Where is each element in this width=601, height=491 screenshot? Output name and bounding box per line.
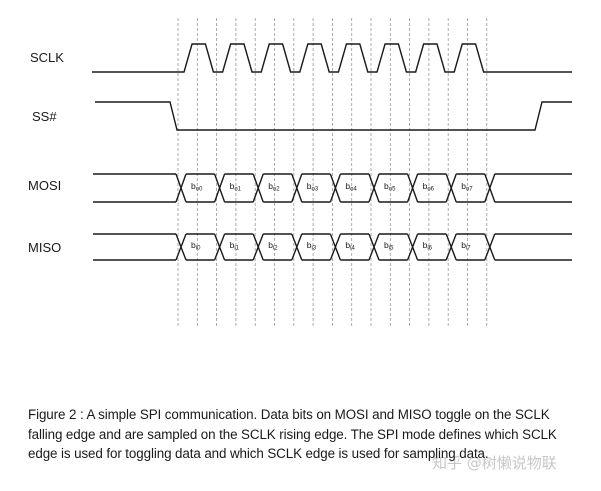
miso-bit-sub-7: i7 [466,246,471,252]
mosi-bit-4: bo4 [345,181,357,193]
mosi-crossover-7 [445,173,457,203]
caption-line-1: Figure 2 : A simple SPI communication. D… [28,407,550,422]
mosi-crossover-0 [175,173,187,203]
mosi-bit-5: bo5 [384,181,396,193]
miso-bit-4: bi4 [345,240,355,252]
mosi-bit-sub-2: o2 [273,187,280,193]
miso-bit-1: bi1 [230,240,240,252]
mosi-bit-3: bo3 [307,181,319,193]
mosi-bit-0: bo0 [191,181,203,193]
miso-crossover-5 [368,233,380,261]
mosi-bit-2: bo2 [268,181,280,193]
ss-label: SS# [32,109,57,124]
miso-waveform [93,233,572,261]
miso-bit-sub-2: i2 [273,246,278,252]
mosi-waveform [93,173,572,203]
miso-crossover-8 [484,233,496,261]
mosi-label: MOSI [28,178,61,193]
mosi-bit-sub-6: o6 [427,187,434,193]
miso-bit-0: bi0 [191,240,201,252]
mosi-bit-7: bo7 [461,181,473,193]
miso-bit-sub-3: i3 [312,246,317,252]
mosi-crossover-4 [329,173,342,203]
miso-bit-2: bi2 [268,240,278,252]
caption-line-3: edge is used for toggling data and which… [28,446,489,461]
miso-label: MISO [28,240,61,255]
miso-crossover-0 [175,233,187,261]
mosi-bit-1: bo1 [230,181,242,193]
sclk-waveform [92,43,572,73]
mosi-bit-6: bo6 [423,181,435,193]
mosi-bit-sub-3: o3 [312,187,319,193]
miso-bit-5: bi5 [384,240,394,252]
miso-bit-sub-4: i4 [350,246,355,252]
mosi-crossover-6 [406,173,419,203]
miso-bit-sub-6: i6 [427,246,432,252]
miso-crossover-3 [291,233,303,261]
miso-bit-sub-5: i5 [389,246,394,252]
ss-waveform [95,101,572,131]
miso-crossover-2 [252,233,264,261]
miso-crossover-1 [213,233,226,261]
mosi-crossover-2 [252,173,264,203]
caption-line-2: falling edge and are sampled on the SCLK… [28,426,557,442]
mosi-crossover-1 [213,173,226,203]
miso-crossover-7 [445,233,457,261]
miso-bit-sub-1: i1 [234,246,239,252]
miso-bit-3: bi3 [307,240,317,252]
sclk-label: SCLK [30,50,64,65]
mosi-bit-sub-7: o7 [466,187,473,193]
mosi-bit-sub-0: o0 [196,187,203,193]
mosi-crossover-8 [484,173,496,203]
miso-bit-7: bi7 [461,240,471,252]
mosi-bit-sub-4: o4 [350,187,357,193]
miso-crossover-4 [329,233,342,261]
mosi-bit-labels: bo0 bo1 bo2 bo3 bo4 bo5 bo6 bo7 [191,181,473,193]
miso-bit-labels: bi0 bi1 bi2 bi3 bi4 bi5 bi6 bi7 [191,240,471,252]
watermark: 知乎 @树懒说物联 [432,454,557,472]
figure-caption: Figure 2 : A simple SPI communication. D… [28,405,588,464]
mosi-crossover-3 [291,173,303,203]
miso-crossover-6 [406,233,419,261]
mosi-bit-sub-1: o1 [234,187,241,193]
mosi-crossover-5 [368,173,380,203]
mosi-bit-sub-5: o5 [389,187,396,193]
miso-bit-sub-0: i0 [196,246,201,252]
miso-bit-6: bi6 [423,240,433,252]
clock-edge-guides [177,18,488,326]
